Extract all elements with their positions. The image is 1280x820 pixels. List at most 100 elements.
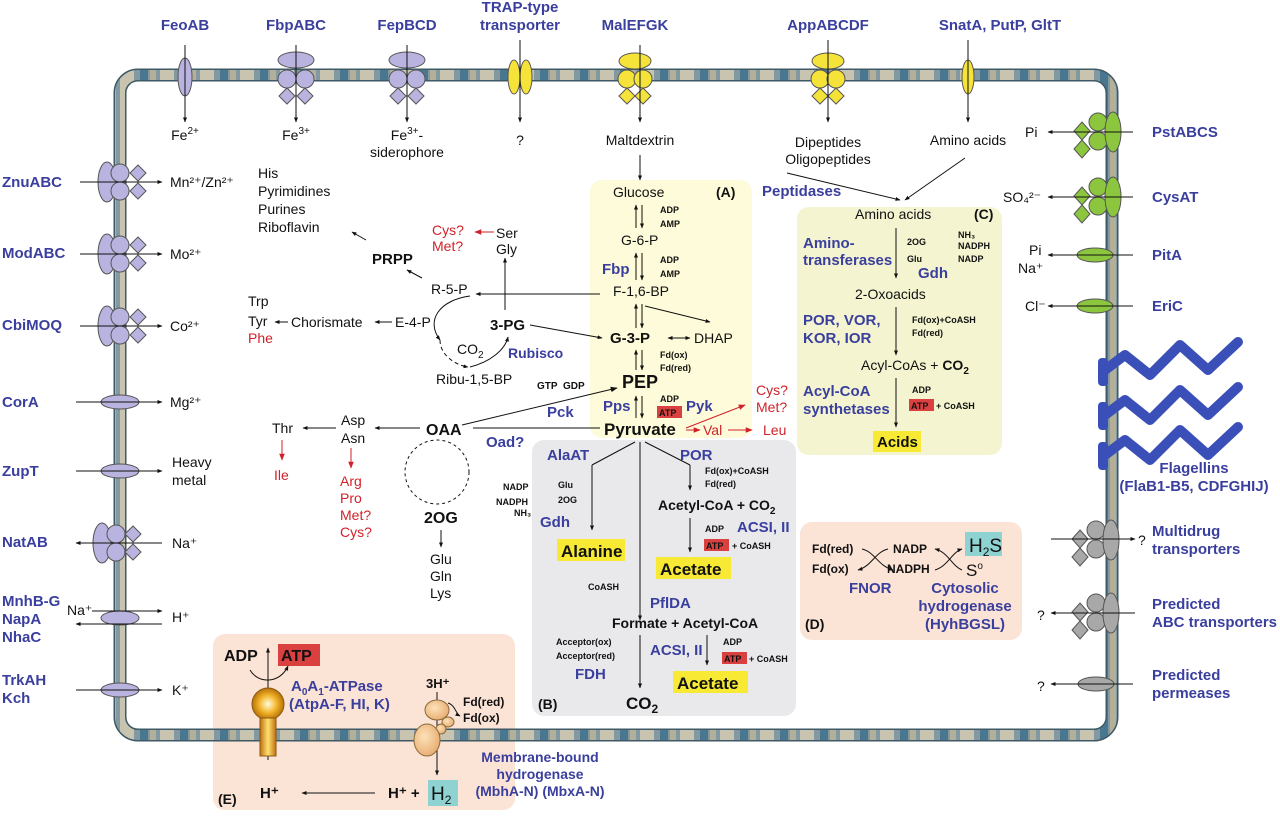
svg-text:ATP: ATP [706,541,723,551]
svg-text:Chorismate: Chorismate [291,314,363,330]
svg-text:H⁺: H⁺ [260,785,279,802]
atp-badge [657,406,682,418]
panel-E-background [213,634,515,810]
svg-text:(A): (A) [716,184,735,200]
svg-text:PitA: PitA [1152,247,1182,264]
svg-text:Lys: Lys [430,585,451,601]
h2s-label: H2S [969,536,1002,559]
svg-text:NH₃: NH₃ [514,508,531,518]
svg-text:Cys?: Cys? [756,382,788,398]
svg-text:MalEFGK: MalEFGK [602,17,669,34]
acyl-coas-co2: Acyl-CoAs + CO2 [861,357,969,377]
svg-text:Co²⁺: Co²⁺ [170,318,200,334]
svg-text:(MbhA-N) (MbxA-N): (MbhA-N) (MbxA-N) [475,783,604,799]
transporter-cysat: SO₄²⁻ CysAT [1003,176,1198,224]
svg-text:+ CoASH: + CoASH [732,541,771,551]
transporter-pstabcs: Pi PstABCS [1025,111,1218,159]
svg-text:PEP: PEP [622,372,658,392]
svg-text:Fd(red): Fd(red) [912,328,943,338]
svg-text:NADPH: NADPH [496,497,528,507]
svg-text:Fd(ox): Fd(ox) [463,711,500,725]
svg-text:?: ? [1037,678,1045,694]
flagellin-filament [1100,382,1243,425]
h2s-highlight [965,532,1002,556]
atp-badge [704,539,729,551]
panel-B-pyruvate-fermentation: AlaAT NADP NADPH NH₃ Glu 2OG Gdh Alanine… [496,441,790,716]
svg-text:Pyrimidines: Pyrimidines [258,183,330,199]
svg-text:NADP: NADP [958,254,984,264]
svg-text:Oad?: Oad? [486,434,524,451]
flagellin-filament [1100,337,1243,380]
svg-text:PflDA: PflDA [650,595,691,612]
transporter-pita: Pi Na⁺ PitA [1018,242,1182,276]
svg-text:ZnuABC: ZnuABC [2,174,62,191]
svg-text:Pi: Pi [1025,124,1037,140]
panel-D-hydrogenase: Fd(red) Fd(ox) NADP NADPH H2S So FNOR Cy… [805,532,1012,633]
svg-text:AMP: AMP [660,269,680,279]
svg-text:Gly: Gly [496,241,517,257]
transporter-malefgk: MalEFGK Maltdextrin [602,17,674,181]
svg-text:MnhB-G: MnhB-G [2,593,60,610]
svg-text:NH₃: NH₃ [958,230,975,240]
svg-text:?: ? [1037,607,1045,623]
svg-text:Fd(red): Fd(red) [463,695,504,709]
svg-text:Fd(red): Fd(red) [812,542,853,556]
substrate-fe2: Fe2+ [171,126,199,143]
svg-text:Cytosolic: Cytosolic [931,580,999,597]
atp-badge [722,652,747,664]
svg-text:metal: metal [172,472,206,488]
svg-text:Dipeptides: Dipeptides [795,134,861,150]
svg-text:Cl⁻: Cl⁻ [1025,298,1046,314]
svg-text:ADP: ADP [705,524,724,534]
transporter-trap: TRAP-type transporter ? [480,0,560,148]
svg-text:ZupT: ZupT [2,463,39,480]
transporter-trkah: TrkAH Kch K⁺ [2,672,189,707]
svg-text:Gln: Gln [430,568,452,584]
atpase-head [251,687,285,721]
transporter-label: FbpABC [266,17,326,34]
svg-text:POR: POR [680,447,713,464]
transporter-label: FepBCD [377,17,436,34]
svg-text:Kch: Kch [2,690,30,707]
svg-text:Fd(ox): Fd(ox) [812,562,849,576]
svg-text:siderophore: siderophore [370,144,444,160]
h2-label: H2 [431,784,452,807]
svg-text:ADP: ADP [723,637,742,647]
svg-text:Fd(ox): Fd(ox) [660,350,688,360]
svg-text:Predicted: Predicted [1152,667,1220,684]
h2-highlight [428,780,458,806]
svg-text:AppABCDF: AppABCDF [787,17,869,34]
panel-C-background [797,207,1002,455]
transporter-eric: Cl⁻ EriC [1025,298,1183,315]
svg-text:2OG: 2OG [424,510,458,527]
svg-text:FDH: FDH [575,666,606,683]
transporter-mnh: MnhB-G NapA NhaC Na⁺ H⁺ [2,593,190,646]
svg-text:ATP: ATP [659,408,676,418]
transporter-multidrug: ? Multidrug transporters [1051,519,1240,567]
svg-text:Purines: Purines [258,201,305,217]
svg-text:2OG: 2OG [907,237,926,247]
svg-text:Oligopeptides: Oligopeptides [785,151,871,167]
svg-text:Met?: Met? [756,399,787,415]
substrate-maltdextrin: Maltdextrin [606,132,674,148]
svg-text:TRAP-type: TRAP-type [482,0,559,16]
svg-text:NADPH: NADPH [958,241,990,251]
svg-text:Asn: Asn [341,430,365,446]
svg-text:R-5-P: R-5-P [431,281,468,297]
svg-text:Heavy: Heavy [172,454,212,470]
svg-text:Acyl-CoA: Acyl-CoA [803,383,871,400]
svg-text:NatAB: NatAB [2,534,48,551]
svg-text:Fd(red): Fd(red) [660,363,691,373]
acetyl-coa-co2: Acetyl-CoA + CO2 [658,497,776,517]
flagellins: Flagellins (FlaB1-B5, CDFGHIJ) [1098,337,1269,495]
svg-text:ADP: ADP [912,385,931,395]
transporter-cbimoq: CbiMOQ Co²⁺ [2,305,200,347]
svg-text:TrkAH: TrkAH [2,672,46,689]
svg-text:(HyhBGSL): (HyhBGSL) [925,616,1005,633]
svg-text:ModABC: ModABC [2,245,65,262]
svg-text:Gdh: Gdh [540,514,570,531]
atpase-name: A0A1-ATPase [291,678,383,698]
svg-text:Arg: Arg [340,473,362,489]
